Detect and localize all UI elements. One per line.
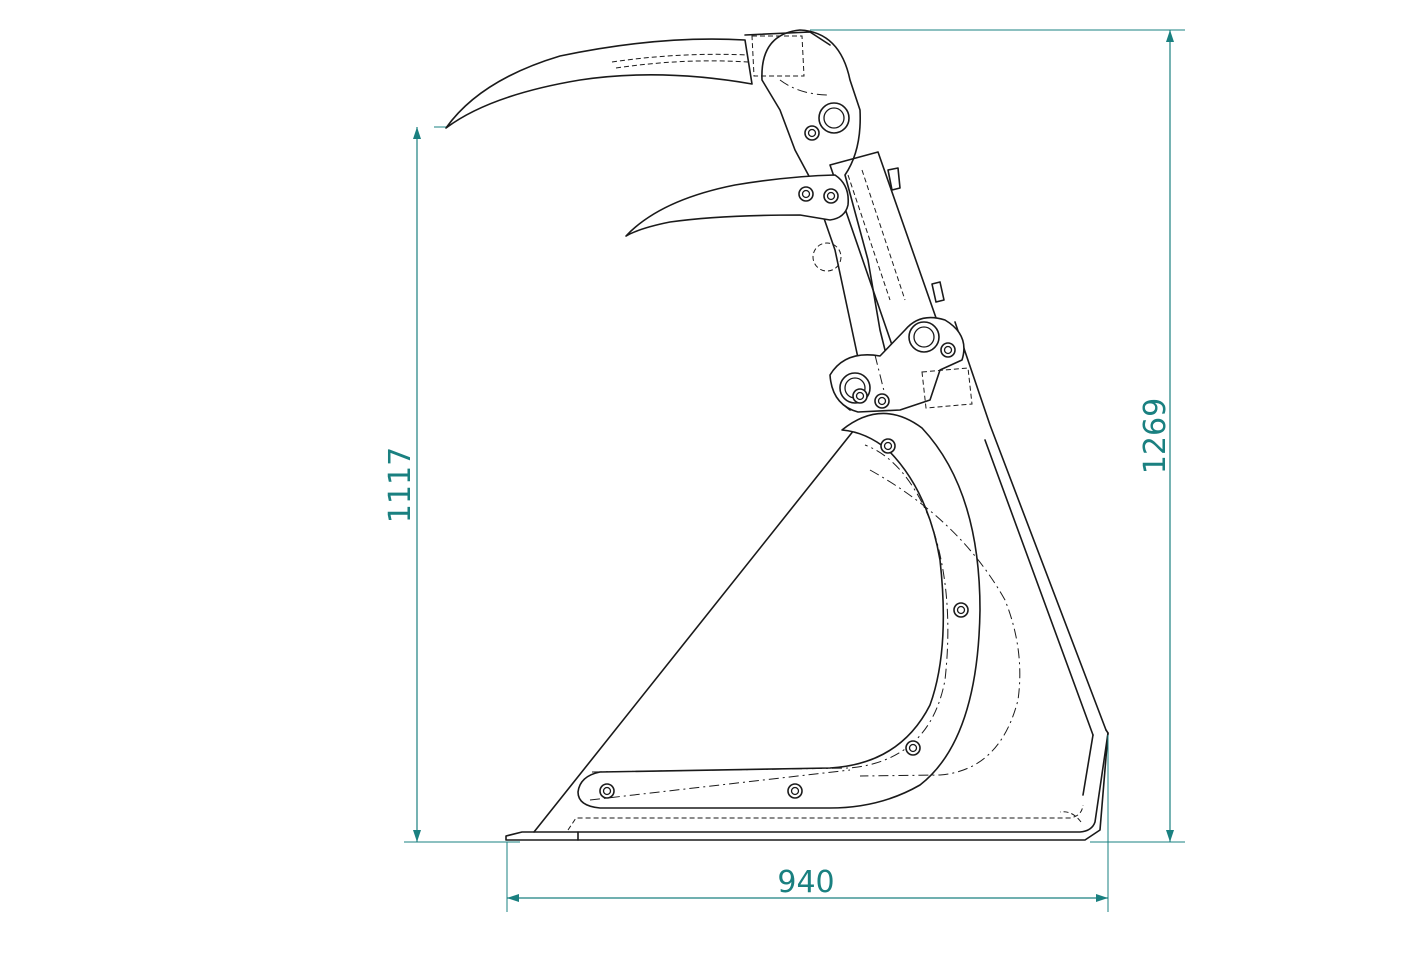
top-hidden-box — [751, 35, 805, 77]
bolt — [599, 783, 615, 799]
bucket-floor-top — [577, 729, 1109, 833]
side-plate-lower-centerline — [589, 769, 851, 801]
tines — [445, 38, 850, 237]
side-plate-centerline — [591, 444, 949, 773]
bolt — [823, 188, 839, 204]
bucket-rear-lower — [1082, 734, 1094, 796]
dim-label-bottom: 940 — [777, 865, 834, 900]
bolt — [905, 740, 921, 756]
bolt — [880, 438, 896, 454]
dim-label-right: 1269 — [1138, 398, 1173, 474]
small-bolts — [599, 125, 969, 799]
cylinder-port-top — [887, 167, 901, 191]
dim-label-left: 1117 — [383, 447, 418, 523]
bolt — [798, 186, 814, 202]
bucket — [505, 321, 1109, 841]
pin-top — [818, 102, 850, 134]
pin-mid-right — [908, 321, 940, 353]
hidden-hole — [812, 242, 842, 272]
bolt — [874, 393, 890, 409]
bucket-rear-wall — [954, 321, 1107, 731]
floor-hidden-edge — [567, 804, 1084, 831]
bolt — [953, 602, 969, 618]
arm-top-cap — [744, 31, 831, 46]
bolt — [804, 125, 820, 141]
lower-hidden-box — [921, 367, 973, 409]
joint-hidden-line — [874, 354, 886, 396]
cylinder-rod-hidden-2 — [861, 169, 906, 301]
bucket-floor-bottom — [577, 732, 1109, 841]
bucket-rear-wall-inner — [984, 439, 1094, 736]
bucket-front-edge — [533, 419, 863, 833]
upper-tine — [445, 38, 753, 129]
lower-tine — [625, 174, 850, 237]
bolt — [940, 342, 956, 358]
bolt — [852, 388, 868, 404]
cylinder-rod-hidden-1 — [847, 174, 891, 301]
top-hidden-arc — [779, 79, 831, 96]
bolt — [787, 783, 803, 799]
fasteners — [812, 102, 940, 404]
dimensions: 1117 1269 940 — [383, 29, 1185, 912]
corner-hidden — [1059, 811, 1082, 823]
rear-hidden-curve — [859, 469, 1021, 777]
grapple-arm — [744, 29, 973, 413]
cylinder-port-bottom — [931, 281, 945, 303]
side-plate — [577, 412, 1021, 809]
upper-tine-hidden-1 — [611, 53, 749, 63]
cutting-edge — [505, 831, 579, 841]
curved-side-plate — [577, 412, 981, 809]
upper-tine-hidden-2 — [615, 60, 749, 69]
